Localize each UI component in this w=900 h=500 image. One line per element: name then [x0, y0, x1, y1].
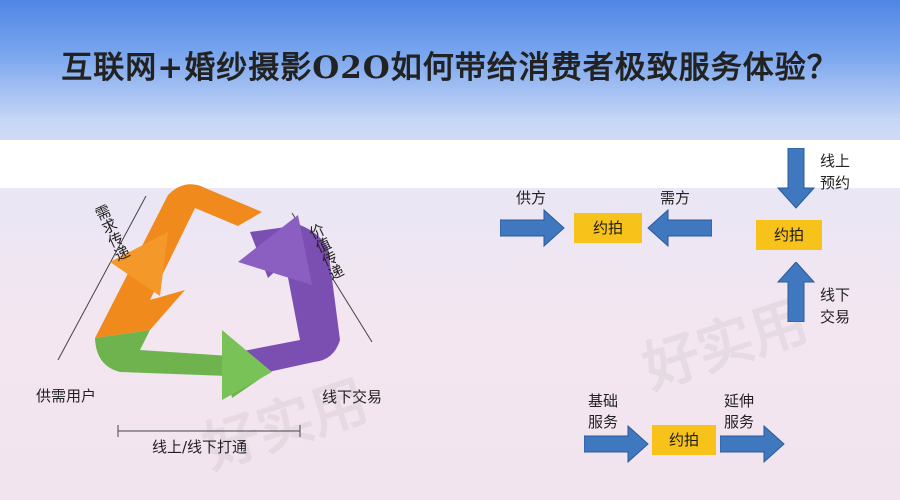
green-arrowhead — [222, 330, 272, 400]
label-trade: 交易 — [820, 308, 851, 326]
purple-arrowhead — [238, 215, 312, 285]
orange-segment — [95, 184, 262, 338]
up-arrow-icon — [776, 262, 816, 322]
label-supply-demand-users: 供需用户 — [36, 387, 97, 405]
label-service-right: 服务 — [724, 413, 755, 431]
label-service-left: 服务 — [588, 413, 619, 431]
green-segment — [95, 330, 270, 398]
orange-arrowhead — [110, 232, 168, 296]
label-offline-trade-cycle: 线下交易 — [322, 388, 383, 406]
label-offline: 线下 — [820, 286, 851, 304]
label-reserve: 预约 — [820, 174, 851, 192]
down-arrow-icon — [776, 148, 816, 209]
left-arrow-icon — [647, 208, 712, 248]
right-arrow-icon — [584, 424, 649, 464]
box-yuepai-3: 约拍 — [652, 425, 716, 455]
label-basic: 基础 — [588, 392, 619, 410]
right-arrow-icon — [500, 208, 565, 248]
right-arrow-icon — [720, 424, 785, 464]
label-extend: 延伸 — [724, 392, 755, 410]
label-online-offline: 线上/线下打通 — [152, 438, 248, 456]
guide-line-left — [57, 195, 147, 361]
box-yuepai-2: 约拍 — [756, 220, 822, 250]
label-online: 线上 — [820, 152, 851, 170]
label-demander: 需方 — [660, 189, 691, 207]
page-title: 互联网+婚纱摄影O2O如何带给消费者极致服务体验？ — [61, 50, 839, 86]
white-band — [0, 140, 900, 188]
label-supplier: 供方 — [516, 189, 547, 207]
box-yuepai-1: 约拍 — [574, 213, 642, 243]
